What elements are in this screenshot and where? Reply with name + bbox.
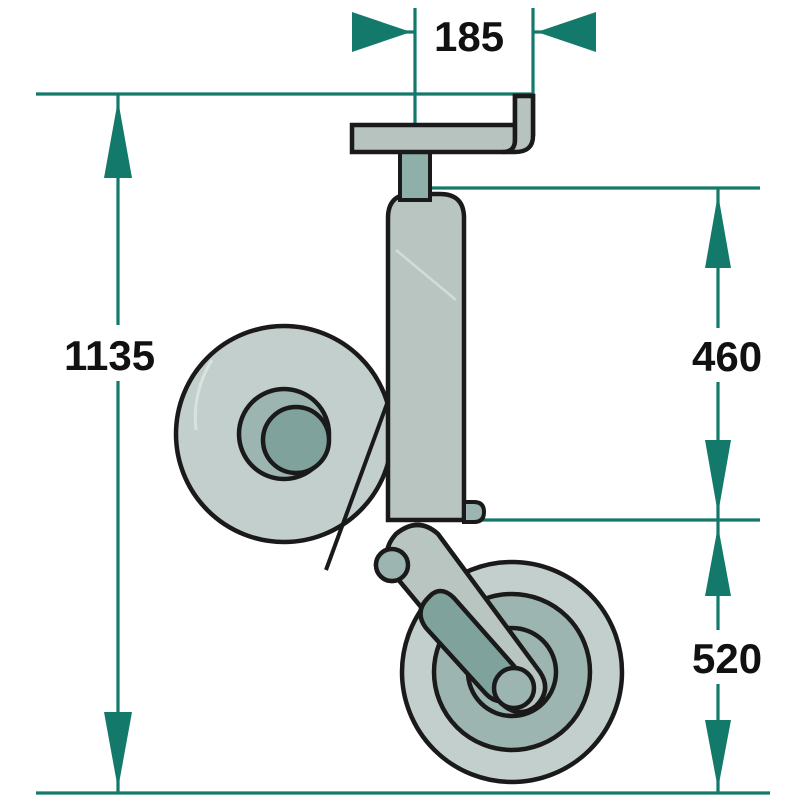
outer-tube-highlight — [395, 249, 457, 301]
arrow-185-right — [537, 12, 596, 52]
dimension-labels: 185 1135 460 520 — [58, 6, 792, 684]
dimension-label-460: 460 — [692, 333, 762, 380]
lower-wheel-axle-bolt — [491, 665, 537, 711]
label-bg-520 — [688, 630, 792, 684]
arrow-520-top — [705, 526, 731, 596]
arrow-520-bottom — [705, 720, 731, 789]
bracket-upright — [502, 93, 536, 155]
bracket-plate — [349, 93, 536, 155]
dimension-label-1135: 1135 — [64, 332, 155, 379]
outer-tube-body — [385, 191, 467, 523]
arrow-185-left — [352, 12, 411, 52]
arrow-1135-bottom — [104, 712, 132, 789]
swing-arm-pivot-overlay — [373, 546, 411, 584]
upper-wheel-hub-centre — [260, 404, 332, 476]
dimension-label-520: 520 — [692, 635, 762, 682]
arrow-460-bottom — [705, 440, 731, 514]
tube-lug — [462, 500, 487, 524]
arrow-1135-top — [104, 100, 132, 178]
dimension-label-185: 185 — [434, 13, 504, 60]
label-bg-1135 — [58, 325, 186, 381]
outer-tube — [385, 191, 467, 523]
arrow-460-top — [705, 194, 731, 268]
label-bg-460 — [688, 328, 792, 382]
upper-wheel-highlight-arc — [193, 359, 214, 431]
leader-line — [324, 389, 394, 571]
inner-post — [398, 146, 432, 202]
label-bg-185 — [420, 6, 528, 60]
mounting-bracket — [349, 93, 536, 155]
upper-wheel — [173, 323, 395, 545]
dimension-arrowheads — [104, 12, 731, 789]
